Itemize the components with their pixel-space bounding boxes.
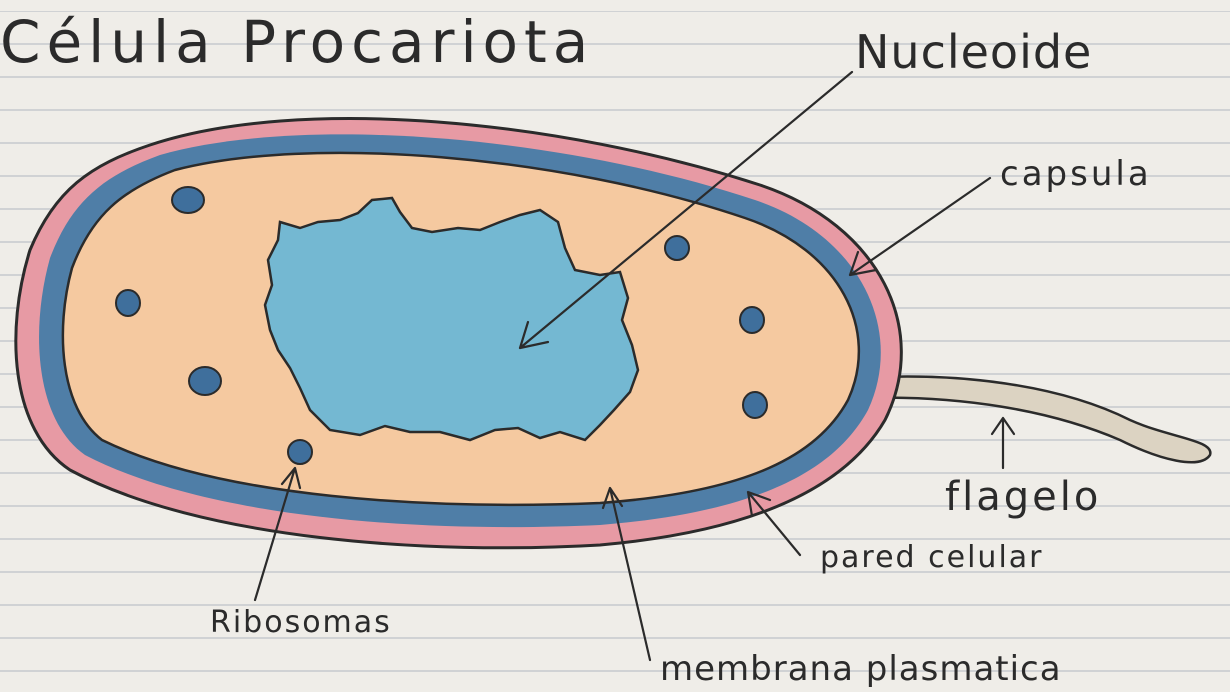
ribosome bbox=[665, 236, 689, 260]
ribosome bbox=[740, 307, 764, 333]
flagellum bbox=[860, 377, 1210, 463]
ribosome bbox=[189, 367, 221, 395]
diagram-title: Célula Procariota bbox=[0, 8, 594, 76]
label-flagelo: flagelo bbox=[945, 474, 1101, 520]
label-membrana-plasmatica: membrana plasmatica bbox=[660, 649, 1062, 689]
capsule-arrow bbox=[850, 178, 990, 275]
label-capsula: capsula bbox=[1000, 154, 1152, 194]
label-pared-celular: pared celular bbox=[820, 540, 1044, 575]
flagellum-arrow bbox=[992, 418, 1014, 468]
label-ribosomas: Ribosomas bbox=[210, 605, 392, 640]
ribosome bbox=[116, 290, 140, 316]
ribosome bbox=[172, 187, 204, 213]
label-nucleoide: Nucleoide bbox=[855, 25, 1092, 79]
ribosome bbox=[288, 440, 312, 464]
ribosome bbox=[743, 392, 767, 418]
